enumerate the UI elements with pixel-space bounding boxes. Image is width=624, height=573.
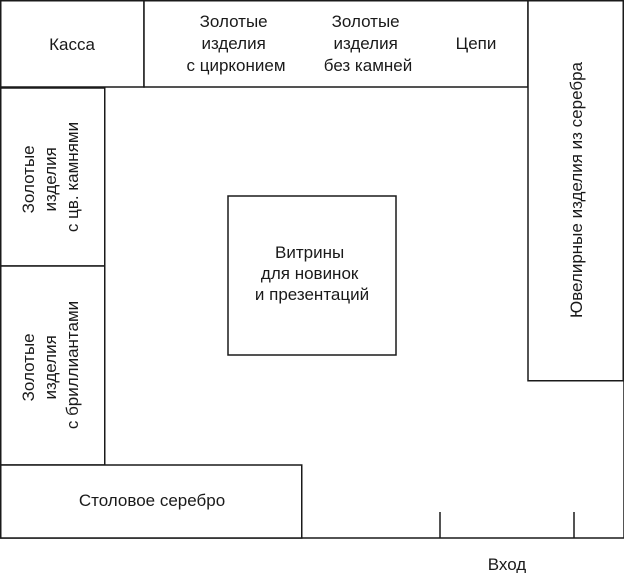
zone-new-arrivals (227, 195, 397, 356)
zone-chains-label: Цепи (456, 34, 497, 53)
zone-silverware-label: Столовое серебро (79, 491, 225, 510)
zone-top-row (143, 0, 529, 88)
zone-gold-zirconia-label: Золотые изделия с цирконием (186, 12, 285, 75)
zone-cashier (0, 0, 145, 88)
store-outer-wall (0, 0, 624, 539)
zone-new-arrivals-label: Витрины для новинок и презентаций (255, 243, 369, 304)
zone-gold-colored-stones-label: Золотые изделия с цв. камнями (19, 122, 82, 232)
zone-silver-jewelry-label: Ювелирные изделия из серебра (567, 61, 586, 318)
zone-gold-diamonds-label: Золотые изделия с бриллиантами (19, 301, 82, 429)
zone-silver-jewelry (527, 0, 624, 382)
entrance-label: Вход (488, 555, 527, 573)
zone-cashier-label: Касса (49, 35, 95, 54)
zone-silverware (0, 464, 303, 539)
zone-gold-no-stones-label: Золотые изделия без камней (324, 12, 412, 75)
